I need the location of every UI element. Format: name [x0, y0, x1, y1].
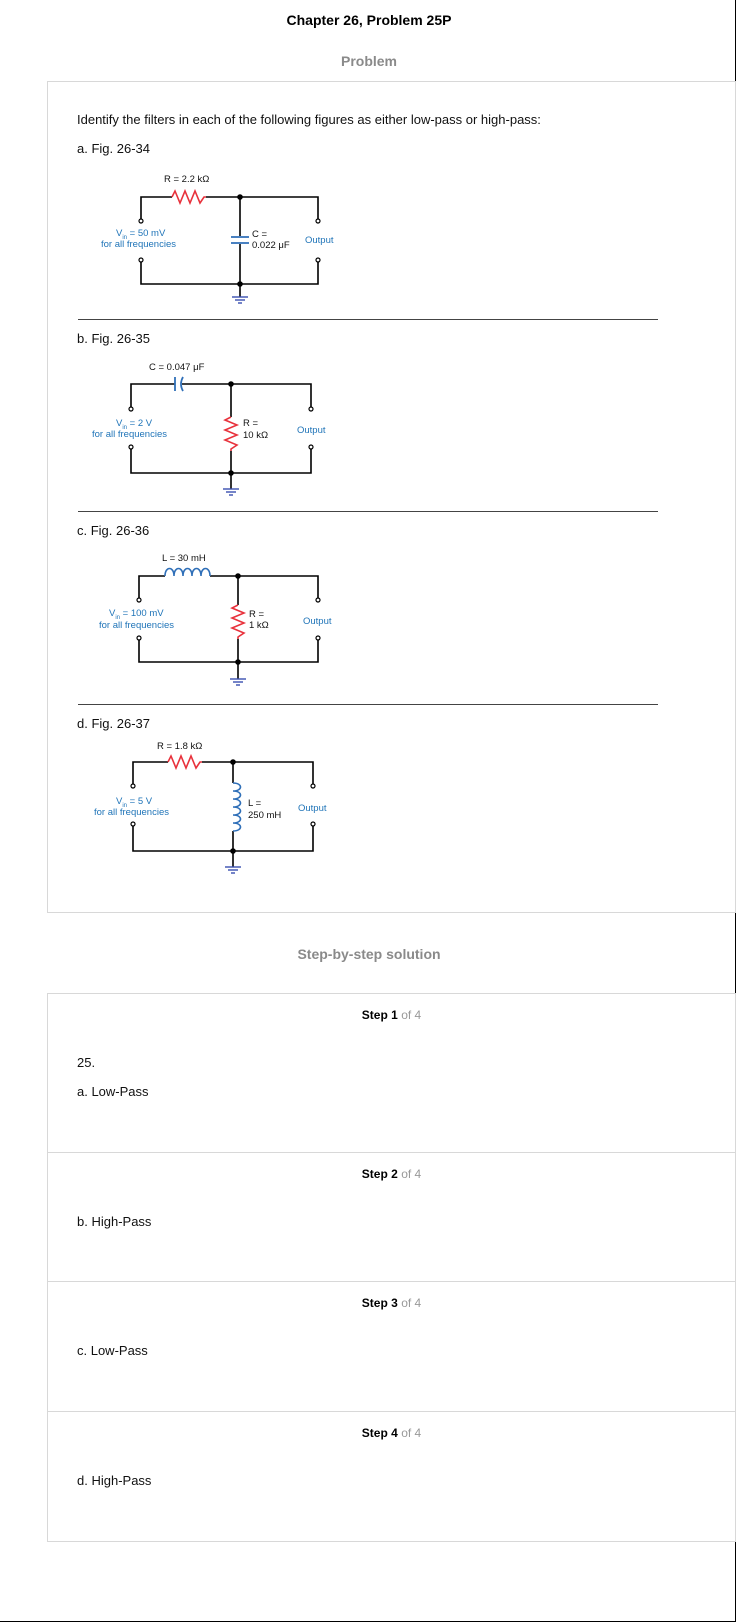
step-3-header: Step 3 of 4 — [361, 1296, 422, 1310]
part-d-component-label: R = 1.8 kΩ — [157, 741, 203, 752]
step-3-line-1: c. Low-Pass — [77, 1343, 148, 1358]
part-c-output-label: Output — [303, 616, 332, 627]
part-d-shunt-label-2: 250 mH — [248, 810, 282, 821]
ground-icon — [225, 866, 241, 874]
part-c-shunt-label-2: 1 kΩ — [249, 620, 269, 631]
step-1-panel: Step 1 of 4 25. a. Low-Pass — [47, 993, 736, 1153]
part-d-vin: Vin = 5 V — [116, 796, 153, 809]
problem-intro: Identify the filters in each of the foll… — [77, 112, 541, 127]
part-b-component-label: C = 0.047 μF — [149, 362, 205, 373]
divider — [78, 704, 658, 705]
solution-header: Step-by-step solution — [297, 946, 441, 962]
part-b-vin-frequency: for all frequencies — [92, 429, 167, 440]
part-b-output-label: Output — [297, 425, 326, 436]
resistor-symbol — [222, 416, 240, 451]
part-c-label: c. Fig. 26-36 — [77, 523, 150, 538]
step-1-line-2: a. Low-Pass — [77, 1084, 149, 1099]
problem-header: Problem — [340, 53, 397, 69]
part-b-vin: Vin = 2 V — [116, 418, 153, 431]
capacitor-symbol — [174, 376, 184, 392]
ground-icon — [232, 296, 248, 304]
inductor-symbol — [232, 782, 242, 832]
inductor-symbol — [164, 567, 211, 577]
step-3-panel: Step 3 of 4 c. Low-Pass — [47, 1281, 736, 1412]
part-a-vin: Vin = 50 mV — [116, 228, 166, 241]
step-1-line-1: 25. — [77, 1055, 96, 1070]
resistor-symbol — [229, 604, 247, 639]
part-b-label: b. Fig. 26-35 — [77, 331, 150, 346]
part-d-shunt-label-1: L = — [248, 798, 262, 809]
problem-box — [47, 81, 736, 913]
part-a-output-label: Output — [305, 235, 334, 246]
step-4-line-1: d. High-Pass — [77, 1473, 152, 1488]
resistor-symbol — [167, 753, 202, 771]
ground-icon — [230, 678, 246, 686]
part-c-shunt-label-1: R = — [249, 609, 265, 620]
divider — [78, 319, 658, 320]
step-4-panel: Step 4 of 4 d. High-Pass — [47, 1411, 736, 1542]
part-a-shunt-label-1: C = — [252, 229, 268, 240]
step-2-panel: Step 2 of 4 b. High-Pass — [47, 1152, 736, 1282]
part-b-shunt-label-1: R = — [243, 418, 259, 429]
part-a-label: a. Fig. 26-34 — [77, 141, 150, 156]
step-1-header: Step 1 of 4 — [361, 1008, 422, 1022]
ground-icon — [223, 488, 239, 496]
page-title: Chapter 26, Problem 25P — [286, 12, 452, 28]
part-a-vin-frequency: for all frequencies — [101, 239, 176, 250]
part-c-vin-frequency: for all frequencies — [99, 620, 174, 631]
capacitor-symbol — [231, 236, 249, 244]
step-2-line-1: b. High-Pass — [77, 1214, 152, 1229]
step-2-header: Step 2 of 4 — [361, 1167, 422, 1181]
resistor-symbol — [171, 188, 206, 206]
part-d-label: d. Fig. 26-37 — [77, 716, 150, 731]
part-a-component-label: R = 2.2 kΩ — [164, 174, 210, 185]
part-a-shunt-label-2: 0.022 μF — [252, 240, 290, 251]
part-d-vin-frequency: for all frequencies — [94, 807, 169, 818]
part-c-component-label: L = 30 mH — [162, 553, 206, 564]
divider — [78, 511, 658, 512]
part-c-vin: Vin = 100 mV — [109, 608, 164, 621]
part-d-output-label: Output — [298, 803, 327, 814]
step-4-header: Step 4 of 4 — [361, 1426, 422, 1440]
part-b-shunt-label-2: 10 kΩ — [243, 430, 269, 441]
